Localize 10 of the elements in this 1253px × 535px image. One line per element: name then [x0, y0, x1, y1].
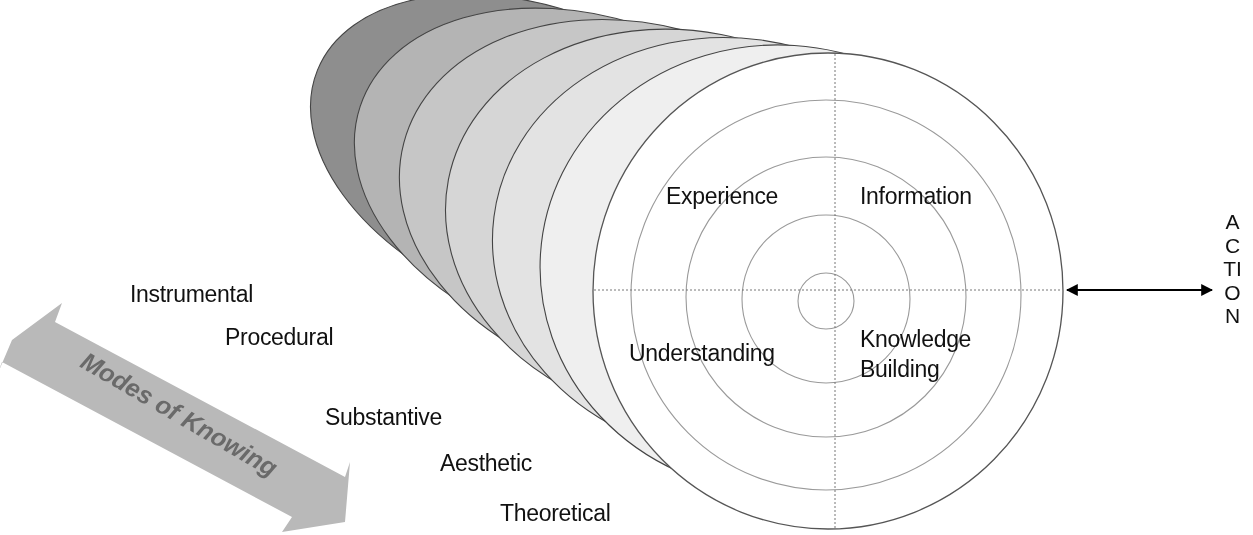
layer-label: Instrumental: [130, 281, 253, 308]
layer-label: Aesthetic: [440, 450, 532, 477]
layer-label: Theoretical: [500, 500, 611, 527]
quadrant-label: Information: [860, 182, 972, 211]
quadrant-label: Understanding: [629, 339, 775, 368]
vertical-label: ACTION: [1222, 210, 1243, 328]
layer-label: Substantive: [325, 404, 442, 431]
quadrant-label: Experience: [666, 182, 779, 211]
layer-label: Procedural: [225, 324, 334, 351]
quadrant-label: Knowledge Building: [860, 325, 973, 384]
